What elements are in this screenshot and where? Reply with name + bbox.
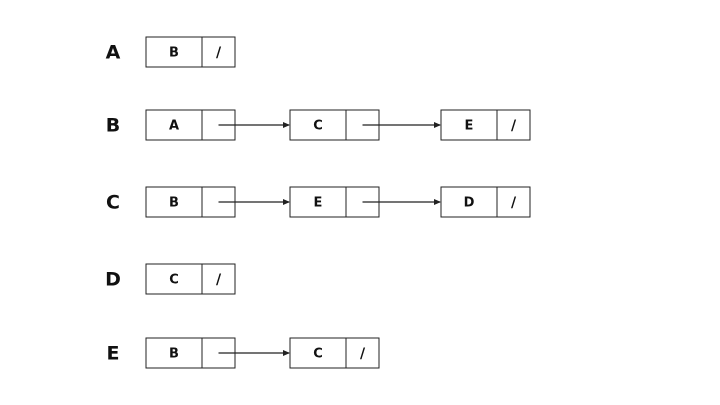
- node-value: C: [313, 347, 323, 362]
- list-node: C/: [145, 263, 236, 295]
- null-pointer-marker: /: [511, 195, 517, 211]
- list-node: B/: [145, 36, 236, 68]
- node-value: B: [169, 46, 179, 61]
- null-pointer-marker: /: [511, 118, 517, 134]
- node-value: E: [314, 196, 323, 211]
- node-box: [145, 263, 236, 295]
- null-pointer-marker: /: [360, 346, 366, 362]
- null-pointer-marker: /: [216, 272, 222, 288]
- node-value: D: [464, 196, 475, 211]
- vertex-label: A: [106, 42, 121, 64]
- list-node: D/: [440, 186, 531, 218]
- node-value: C: [169, 273, 179, 288]
- node-box: [440, 109, 531, 141]
- node-value: E: [465, 119, 474, 134]
- node-box: [440, 186, 531, 218]
- list-node: E/: [440, 109, 531, 141]
- vertex-label: C: [106, 192, 120, 214]
- node-value: B: [169, 347, 179, 362]
- node-value: C: [313, 119, 323, 134]
- list-node: C/: [289, 337, 380, 369]
- node-box: [289, 337, 380, 369]
- vertex-label: D: [105, 269, 121, 291]
- null-pointer-marker: /: [216, 45, 222, 61]
- node-value: B: [169, 196, 179, 211]
- vertex-label: E: [107, 343, 120, 365]
- node-value: A: [169, 119, 179, 134]
- node-box: [145, 36, 236, 68]
- vertex-label: B: [106, 115, 120, 137]
